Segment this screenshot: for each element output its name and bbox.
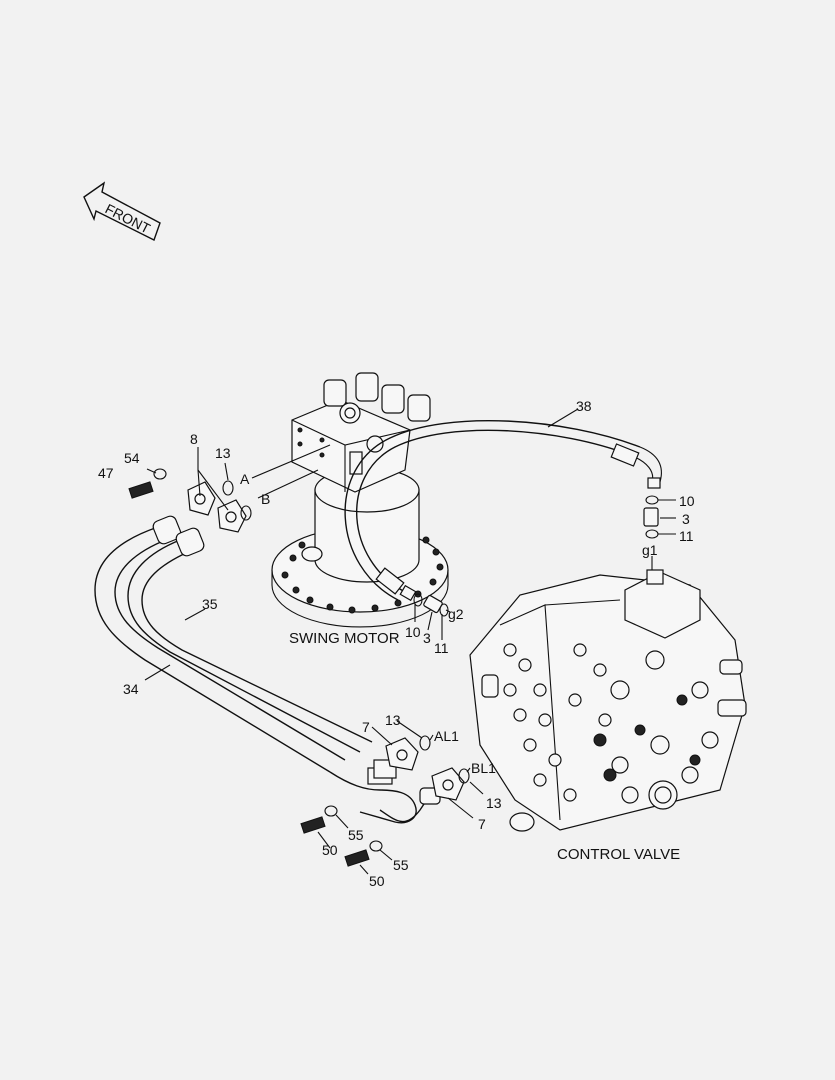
callout-port-g1: g1	[642, 542, 658, 558]
callout-port-bl1: BL1	[471, 760, 496, 776]
hose-38	[344, 419, 662, 602]
callout-47: 47	[98, 465, 114, 481]
bolts-and-washers	[128, 468, 383, 867]
swing-motor-label: SWING MOTOR	[289, 630, 400, 647]
callout-34: 34	[123, 681, 139, 697]
callout-13-mid: 13	[385, 712, 401, 728]
callout-7-lower: 7	[478, 816, 486, 832]
control-valve-label: CONTROL VALVE	[557, 846, 680, 863]
callout-50-upper: 50	[322, 842, 338, 858]
callout-35: 35	[202, 596, 218, 612]
control-valve: CONTROL VALVE	[469, 569, 747, 863]
callout-7-upper: 7	[362, 719, 370, 735]
leader-lines	[144, 408, 676, 875]
callout-10-upper: 10	[679, 493, 695, 509]
callout-50-lower: 50	[369, 873, 385, 889]
callout-8: 8	[190, 431, 198, 447]
callout-port-b: B	[261, 491, 270, 507]
front-arrow-icon: FRONT	[83, 181, 161, 241]
adapters	[423, 507, 659, 614]
callout-port-al1: AL1	[434, 728, 459, 744]
callout-13-upper: 13	[215, 445, 231, 461]
swing-motor: SWING MOTOR	[271, 372, 449, 647]
callout-38: 38	[576, 398, 592, 414]
callout-labels: 54 47 8 13 A B 38 10 3 11 g1 35 34 10 3 …	[98, 398, 695, 889]
callout-11-upper: 11	[679, 528, 694, 544]
callout-55-upper: 55	[348, 827, 364, 843]
callout-port-a: A	[240, 471, 250, 487]
callout-54: 54	[124, 450, 140, 466]
callout-3-upper: 3	[682, 511, 690, 527]
callout-11-lower: 11	[434, 640, 449, 656]
callout-13-lower: 13	[486, 795, 502, 811]
flange-7-lower	[385, 737, 465, 801]
callout-3-lower: 3	[423, 630, 431, 646]
callout-port-g2: g2	[448, 606, 464, 622]
flange-8-upper	[187, 481, 247, 533]
callout-55-lower: 55	[393, 857, 409, 873]
callout-10-lower: 10	[405, 624, 421, 640]
